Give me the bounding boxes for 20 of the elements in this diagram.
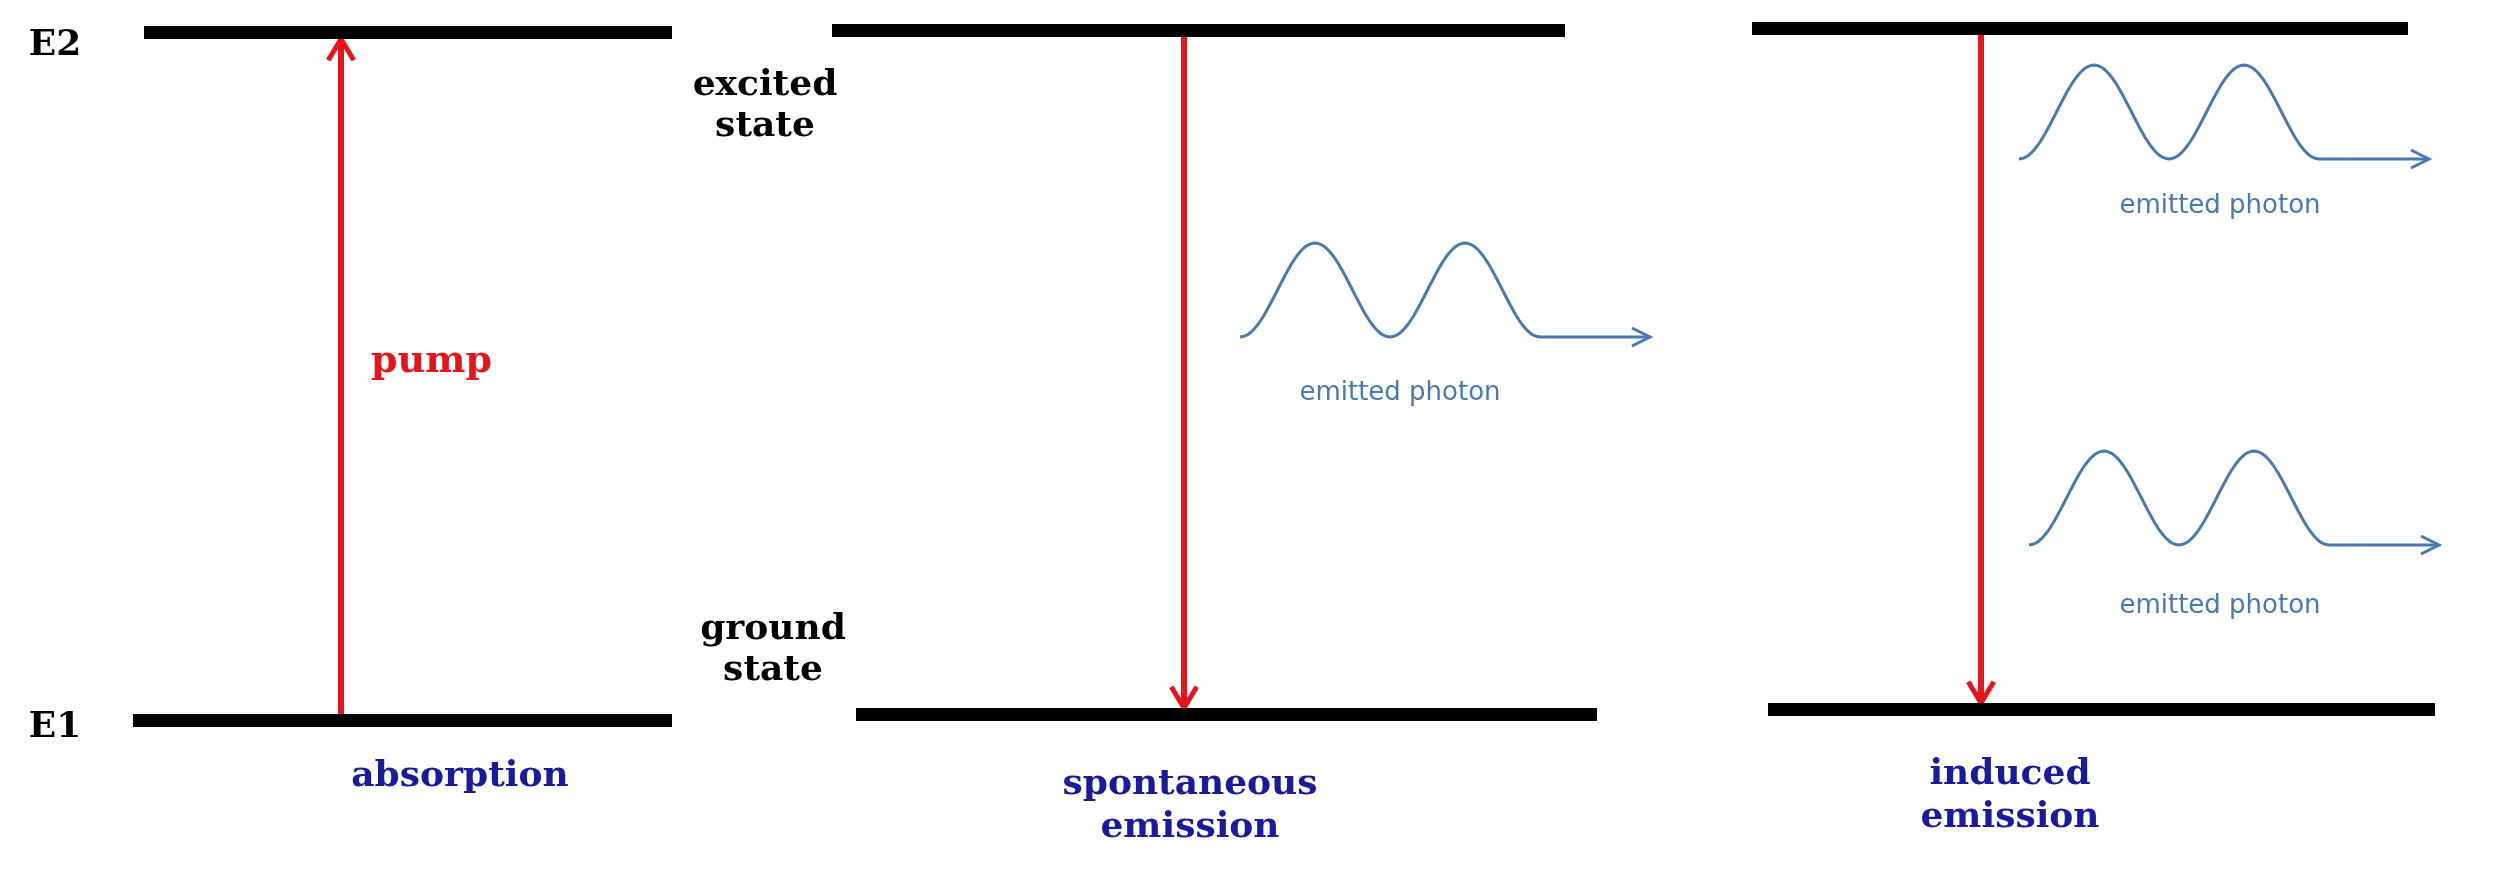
transition-arrow (1168, 37, 1200, 711)
photon-label: emitted photon (2118, 588, 2322, 621)
energy-level-bar (133, 714, 672, 727)
transition-arrow (325, 36, 357, 714)
transition-arrow (1965, 35, 1997, 706)
energy-level-bar (1768, 703, 2435, 716)
photon-label: emitted photon (1298, 375, 1502, 408)
state-label: ground state (699, 606, 847, 689)
process-caption: spontaneous emission (1061, 760, 1319, 847)
edge-label: pump (371, 335, 492, 383)
state-label: E1 (27, 704, 83, 746)
photon-label: emitted photon (2118, 188, 2322, 221)
process-caption: induced emission (1919, 750, 2101, 837)
energy-level-bar (856, 708, 1597, 721)
state-label: E2 (27, 22, 83, 64)
energy-level-bar (144, 26, 672, 39)
energy-level-bar (832, 24, 1565, 37)
energy-level-bar (1752, 22, 2408, 35)
state-label: excited state (691, 62, 839, 145)
process-caption: absorption (350, 752, 570, 796)
